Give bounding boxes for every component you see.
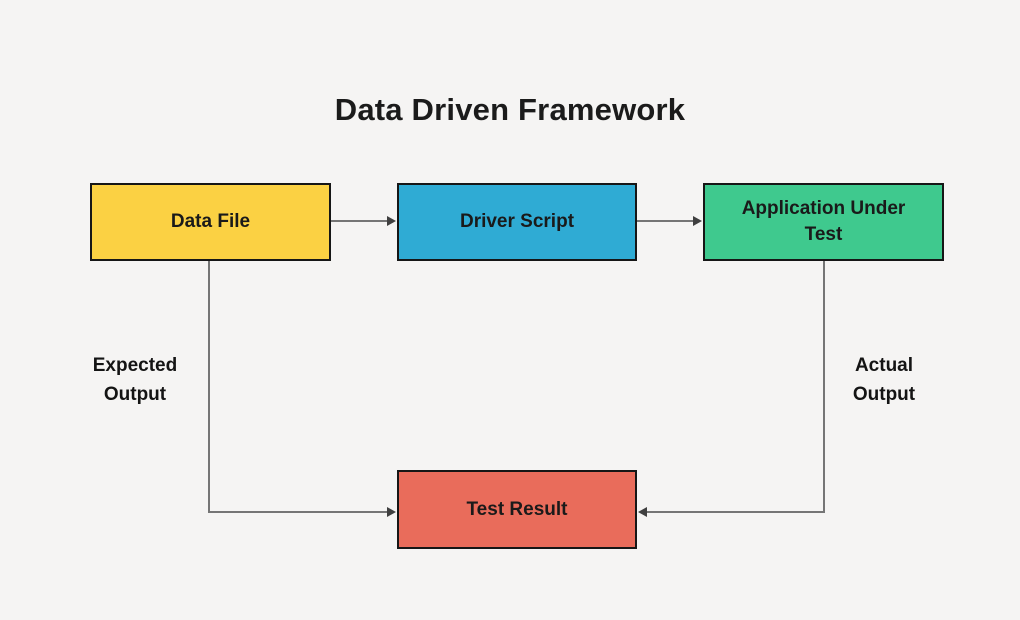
- node-application-under-test: Application Under Test: [703, 183, 944, 261]
- node-test-result-label: Test Result: [466, 498, 568, 520]
- node-driver-script-label: Driver Script: [459, 211, 575, 233]
- arrowhead-right-icon: [387, 216, 396, 226]
- edge-label-expected-output: Expected Output: [92, 355, 178, 405]
- arrow-driverscript-to-application: [637, 216, 702, 226]
- arrow-datafile-to-driverscript: [331, 216, 396, 226]
- arrow-application-to-testresult: [638, 261, 825, 517]
- node-application-under-test-label: Application Under Test: [741, 198, 906, 245]
- edge-label-actual-output: Actual Output: [852, 355, 916, 405]
- node-data-file: Data File: [90, 183, 331, 261]
- node-driver-script: Driver Script: [397, 183, 637, 261]
- node-data-file-label: Data File: [170, 211, 251, 233]
- arrowhead-left-icon: [638, 507, 647, 517]
- page-title: Data Driven Framework: [334, 91, 686, 127]
- node-test-result: Test Result: [397, 470, 637, 549]
- arrow-datafile-to-testresult: [208, 261, 396, 517]
- arrowhead-right-icon: [693, 216, 702, 226]
- arrowhead-right-icon: [387, 507, 396, 517]
